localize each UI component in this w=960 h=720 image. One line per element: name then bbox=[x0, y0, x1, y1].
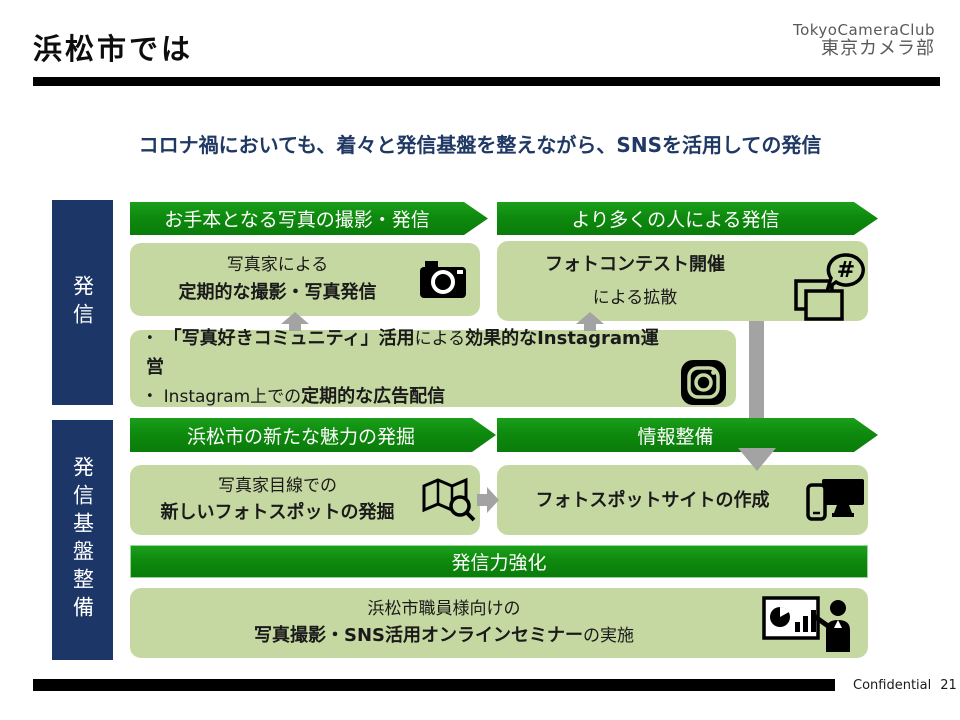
seminar-bold: 写真撮影・SNS活用オンラインセミナー bbox=[254, 625, 583, 646]
banner-more-people: より多くの人による発信 bbox=[497, 202, 878, 235]
seminar-regular: の実施 bbox=[583, 626, 634, 646]
box-contest-line2: による拡散 bbox=[592, 287, 678, 308]
box-seminar-line1: 浜松市職員様向けの bbox=[367, 598, 521, 619]
bullet1-bold1: 「写真好きコミュニティ」活用 bbox=[163, 328, 415, 350]
category-label: 発信基盤整備 bbox=[70, 456, 95, 624]
box-seminar-line2: 写真撮影・SNS活用オンラインセミナーの実施 bbox=[254, 622, 634, 650]
box-photographer-line1: 写真家による bbox=[226, 255, 329, 276]
instagram-bullet-2: • Instagram上での定期的な広告配信 bbox=[146, 383, 445, 412]
banner-info-maintenance: 情報整備 bbox=[497, 418, 878, 452]
page-number: 21 bbox=[940, 678, 957, 693]
page-title: 浜松市では bbox=[33, 32, 194, 66]
box-spot-site: フォトスポットサイトの作成 bbox=[497, 465, 868, 535]
camera-club-logo: TokyoCameraClub 東京カメラ部 bbox=[792, 21, 935, 60]
confidential-label: Confidential bbox=[853, 678, 932, 693]
box-spot-site-line1: フォトスポットサイトの作成 bbox=[535, 489, 770, 511]
svg-text:#: # bbox=[837, 258, 855, 283]
camera-icon bbox=[420, 261, 466, 298]
arrow-right-icon bbox=[477, 487, 499, 513]
logo-text-jp: 東京カメラ部 bbox=[821, 38, 935, 60]
box-spot-discovery-line2: 新しいフォトスポットの発掘 bbox=[160, 502, 395, 524]
arrow-down-head-icon bbox=[738, 448, 776, 471]
bullet-marker: • bbox=[146, 388, 154, 404]
presentation-speaker-icon bbox=[762, 596, 850, 652]
arrow-up-right-icon bbox=[576, 312, 604, 331]
banner-strengthen: 発信力強化 bbox=[130, 545, 868, 578]
banner-model-photos: お手本となる写真の撮影・発信 bbox=[130, 202, 488, 235]
box-seminar: 浜松市職員様向けの 写真撮影・SNS活用オンラインセミナーの実施 bbox=[130, 588, 868, 658]
box-contest-line1: フォトコンテスト開催 bbox=[545, 253, 725, 275]
logo-text-en: TokyoCameraClub bbox=[792, 21, 935, 39]
title-divider bbox=[33, 77, 940, 86]
category-bar-hasshin: 発信 bbox=[52, 200, 113, 405]
category-label: 発信 bbox=[70, 274, 95, 331]
phone-monitor-icon bbox=[806, 479, 864, 521]
box-contest: フォトコンテスト開催 による拡散 # bbox=[497, 241, 868, 321]
instagram-icon bbox=[681, 360, 726, 405]
bullet1-regular: による bbox=[414, 329, 466, 350]
bullet2-bold: 定期的な広告配信 bbox=[301, 385, 446, 407]
instagram-bullet-1: • 「写真好きコミュニティ」活用による効果的なInstagram運営 bbox=[146, 325, 676, 383]
box-instagram: • 「写真好きコミュニティ」活用による効果的なInstagram運営 • Insta… bbox=[130, 328, 736, 407]
category-bar-kiban: 発信基盤整備 bbox=[52, 420, 113, 660]
arrow-up-left-icon bbox=[281, 312, 309, 331]
box-photographer: 写真家による 定期的な撮影・写真発信 bbox=[130, 243, 480, 316]
bullet1-bold2: 効果的なInstagram運営 bbox=[146, 328, 659, 379]
map-search-icon bbox=[422, 477, 476, 522]
footer-note: Confidential 21 bbox=[853, 678, 957, 693]
headline: コロナ禍においても、着々と発信基盤を整えながら、SNSを活用しての発信 bbox=[138, 133, 822, 157]
banner-new-charm: 浜松市の新たな魅力の発掘 bbox=[130, 418, 496, 452]
connector-down-line bbox=[749, 310, 764, 450]
box-spot-discovery-line1: 写真家目線での bbox=[218, 475, 337, 496]
bullet-marker: • bbox=[146, 331, 154, 347]
box-spot-discovery: 写真家目線での 新しいフォトスポットの発掘 bbox=[130, 465, 480, 535]
box-photographer-line2: 定期的な撮影・写真発信 bbox=[178, 281, 377, 303]
footer-divider bbox=[33, 679, 835, 691]
bullet2-regular: Instagram上での bbox=[163, 386, 302, 407]
hashtag-photos-icon: # bbox=[794, 253, 865, 321]
